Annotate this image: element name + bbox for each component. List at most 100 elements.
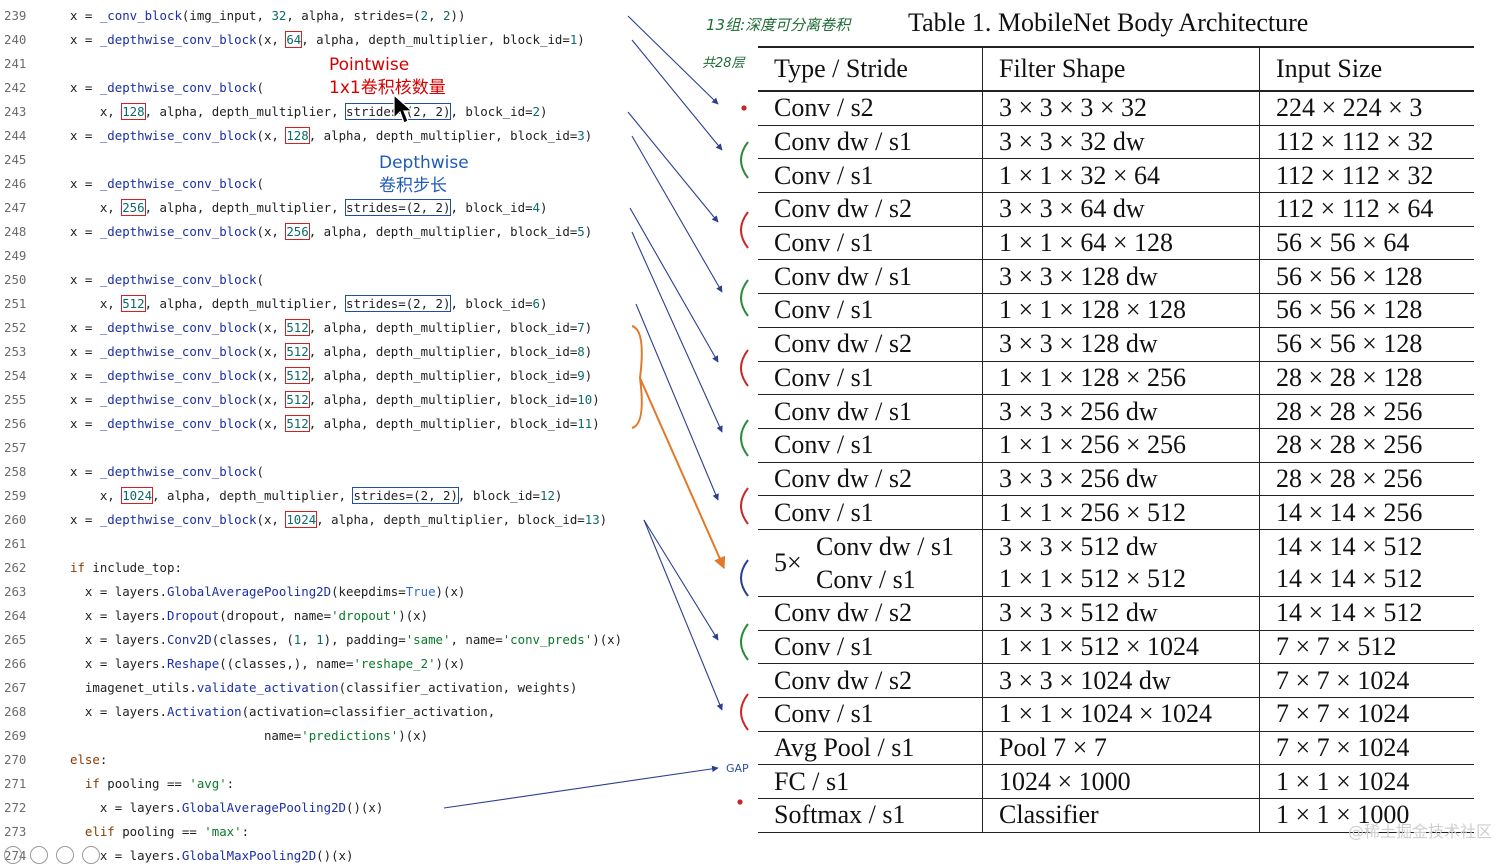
stride-highlight: strides=(2, 2) — [345, 295, 452, 312]
line-number: 249 — [4, 248, 27, 263]
cell-input-size: 28 × 28 × 256 — [1259, 462, 1474, 497]
pointwise-annotation-title: Pointwise — [329, 55, 410, 75]
code-token: _depthwise_conv_block — [99, 512, 257, 527]
code-token: , alpha, depth_multiplier, block_id= — [308, 344, 578, 359]
code-token: _depthwise_conv_block — [99, 416, 257, 431]
code-token: , alpha, depth_multiplier, — [144, 296, 347, 311]
filter-count-highlight: 128 — [121, 103, 146, 120]
line-number: 270 — [4, 752, 27, 767]
line-number: 273 — [4, 824, 27, 839]
code-token: 8 — [577, 344, 585, 359]
code-token: ( — [256, 464, 264, 479]
code-token: ) — [584, 320, 593, 335]
cell-input-size: 28 × 28 × 128 — [1259, 361, 1474, 396]
code-text: x = layers.GlobalAveragePooling2D()(x) — [100, 796, 384, 820]
code-token: 9 — [577, 368, 585, 383]
code-text: x = _depthwise_conv_block(x, 256, alpha,… — [70, 220, 592, 244]
code-token: Reshape — [166, 656, 220, 671]
code-token: ()(x) — [316, 848, 354, 863]
cell-input-size: 28 × 28 × 256 — [1259, 394, 1474, 429]
cell-filter-shape: 3 × 3 × 128 dw — [982, 259, 1260, 295]
repeat-filter-2: 1 × 1 × 512 × 512 — [999, 563, 1186, 593]
handwritten-layers-note: 共28层 — [702, 56, 745, 71]
depthwise-annotation-subtitle: 卷积步长 — [379, 176, 447, 196]
code-token: _depthwise_conv_block — [99, 464, 257, 479]
gap-note: GAP — [726, 762, 749, 775]
code-token: (keepdims= — [331, 584, 406, 599]
more-icon[interactable] — [56, 846, 74, 864]
line-number: 267 — [4, 680, 27, 695]
code-token: else — [70, 752, 100, 767]
code-token: , alpha, depth_multiplier, block_id= — [308, 368, 578, 383]
pen-icon[interactable] — [4, 846, 22, 864]
cell-filter-shape: 1024 × 1000 — [982, 764, 1260, 800]
line-number: 269 — [4, 728, 27, 743]
cell-type-stride: Softmax / s1 — [758, 798, 983, 833]
code-token: (x, — [256, 392, 287, 407]
line-number: 254 — [4, 368, 27, 383]
stride-highlight: strides=(2, 2) — [352, 487, 459, 504]
cell-type-stride: Conv / s1 — [758, 630, 983, 665]
code-token: pooling == — [114, 824, 205, 839]
code-token: : — [99, 752, 108, 767]
code-text: x = _depthwise_conv_block(x, 512, alpha,… — [70, 364, 592, 388]
cell-filter-shape: 3 × 3 × 128 dw — [982, 327, 1260, 362]
stride-highlight: strides=(2, 2) — [345, 199, 452, 216]
save-icon[interactable] — [30, 846, 48, 864]
code-token: x, — [99, 200, 123, 215]
code-token: x, — [99, 488, 123, 503]
code-token: , alpha, depth_multiplier, — [152, 488, 354, 503]
filter-count-highlight: 512 — [285, 319, 310, 336]
code-token: ( — [256, 80, 264, 95]
filter-count-highlight: 256 — [121, 199, 146, 216]
cell-filter-shape: 3 × 3 × 256 dw — [982, 394, 1260, 429]
architecture-table-panel: 13组:深度可分离卷积 共28层 Table 1. MobileNet Body… — [702, 0, 1512, 866]
line-number: 252 — [4, 320, 27, 335]
code-token: Activation — [166, 704, 242, 719]
code-text: if pooling == 'avg': — [85, 772, 234, 796]
camera-icon[interactable] — [82, 846, 100, 864]
code-token: _depthwise_conv_block — [99, 272, 257, 287]
code-token: x = — [70, 320, 100, 335]
cell-type-stride: Conv / s1 — [758, 226, 983, 261]
cell-type-stride: Conv dw / s1 — [758, 125, 983, 160]
cell-input-size: 1 × 1 × 1024 — [1259, 764, 1474, 800]
cell-type-stride: FC / s1 — [758, 764, 983, 800]
code-line: 245 — [0, 148, 700, 172]
code-token: x = layers. — [84, 656, 167, 671]
filter-count-highlight: 512 — [285, 343, 310, 360]
code-text: x = layers.Activation(activation=classif… — [85, 700, 495, 724]
code-token: 5 — [577, 224, 585, 239]
code-token: , — [428, 8, 444, 23]
code-token: x = — [70, 32, 100, 47]
code-text: x, 128, alpha, depth_multiplier, strides… — [100, 100, 547, 124]
code-token: (img_input, — [181, 8, 272, 23]
code-text: x = _depthwise_conv_block(x, 512, alpha,… — [70, 412, 600, 436]
cell-type-stride: Conv dw / s2 — [758, 192, 983, 227]
cell-type-stride: Conv dw / s2 — [758, 462, 983, 497]
code-token: 'max' — [204, 824, 242, 839]
code-token: )(x) — [398, 728, 429, 743]
code-token: GlobalAveragePooling2D — [181, 800, 347, 815]
code-line: 270 else: — [0, 748, 700, 772]
code-line: 249 — [0, 244, 700, 268]
filter-count-highlight: 1024 — [121, 487, 154, 504]
bracket-mark — [740, 623, 749, 661]
cell-input-size: 112 × 112 × 32 — [1259, 158, 1474, 194]
